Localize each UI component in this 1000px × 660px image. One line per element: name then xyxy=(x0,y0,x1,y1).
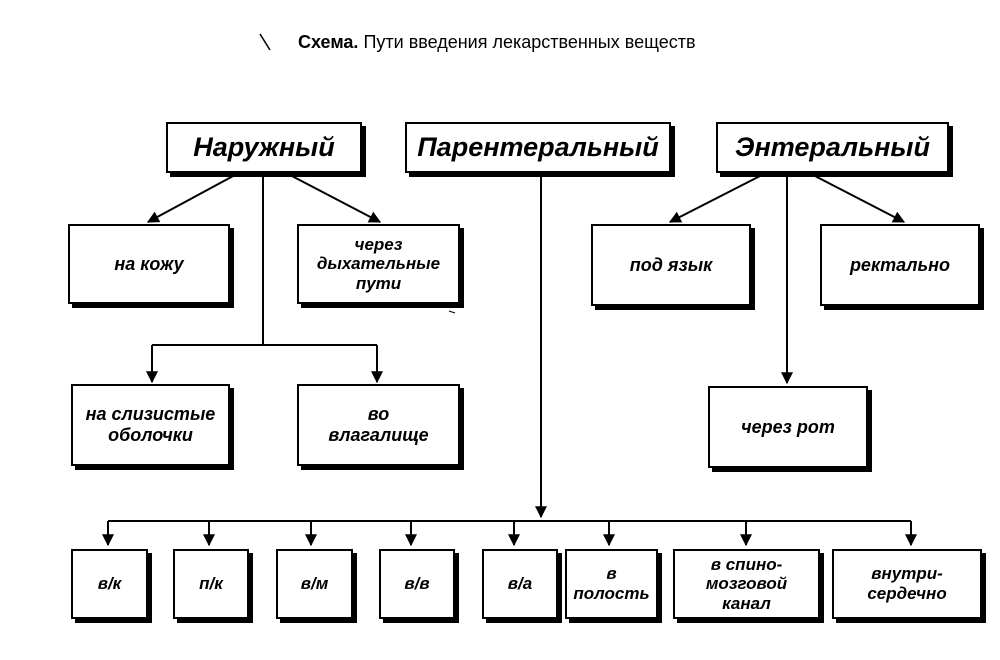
title-prefix: Схема. xyxy=(298,32,359,52)
route-vm-label: в/м xyxy=(300,574,329,594)
route-vk-label: в/к xyxy=(97,574,122,594)
route-intracardiac-label: внутри-сердечно xyxy=(867,564,947,603)
route-sublingual-label: под язык xyxy=(629,254,713,275)
category-external-label: Наружный xyxy=(193,131,335,162)
route-rectal-label: ректально xyxy=(849,254,951,275)
category-parenteral: Парентеральный xyxy=(405,122,671,173)
route-skin: на кожу xyxy=(68,224,230,304)
route-vv-label: в/в xyxy=(404,574,430,594)
route-rectal: ректально xyxy=(820,224,980,306)
route-vv: в/в xyxy=(379,549,455,619)
category-parenteral-label: Парентеральный xyxy=(417,131,659,162)
route-pk-label: п/к xyxy=(199,574,223,594)
route-vaginal-label: во влагалище xyxy=(328,404,429,445)
route-oral: через рот xyxy=(708,386,868,468)
arrow-to-sublingual xyxy=(668,175,761,223)
route-cavity-label: в полость xyxy=(573,564,650,603)
pen-tick-mark xyxy=(259,33,271,51)
route-pk: п/к xyxy=(173,549,249,619)
arrow-to-skin xyxy=(146,174,236,223)
title-text: Пути введения лекарственных веществ xyxy=(363,32,696,52)
route-sublingual: под язык xyxy=(591,224,751,306)
arrow-to-respiratory xyxy=(289,174,382,223)
category-enteral-label: Энтеральный xyxy=(735,131,930,162)
route-va-label: в/а xyxy=(507,574,533,594)
route-oral-label: через рот xyxy=(741,416,835,437)
route-vm: в/м xyxy=(276,549,353,619)
route-intracardiac: внутри-сердечно xyxy=(832,549,982,619)
route-respiratory-label: через дыхательные пути xyxy=(316,234,441,293)
route-cavity: в полость xyxy=(565,549,658,619)
route-spinal-label: в спино-мозговой канал xyxy=(705,554,788,613)
category-external: Наружный xyxy=(166,122,362,173)
route-skin-label: на кожу xyxy=(114,253,184,274)
route-mucous-label: на слизистые оболочки xyxy=(85,404,216,445)
route-mucous: на слизистые оболочки xyxy=(71,384,230,466)
route-vk: в/к xyxy=(71,549,148,619)
route-va: в/а xyxy=(482,549,558,619)
category-enteral: Энтеральный xyxy=(716,122,949,173)
route-spinal: в спино-мозговой канал xyxy=(673,549,820,619)
route-vaginal: во влагалище xyxy=(297,384,460,466)
diagram-title: Схема. Пути введения лекарственных вещес… xyxy=(298,32,696,53)
arrow-to-rectal xyxy=(814,175,906,223)
route-respiratory: через дыхательные пути xyxy=(297,224,460,304)
